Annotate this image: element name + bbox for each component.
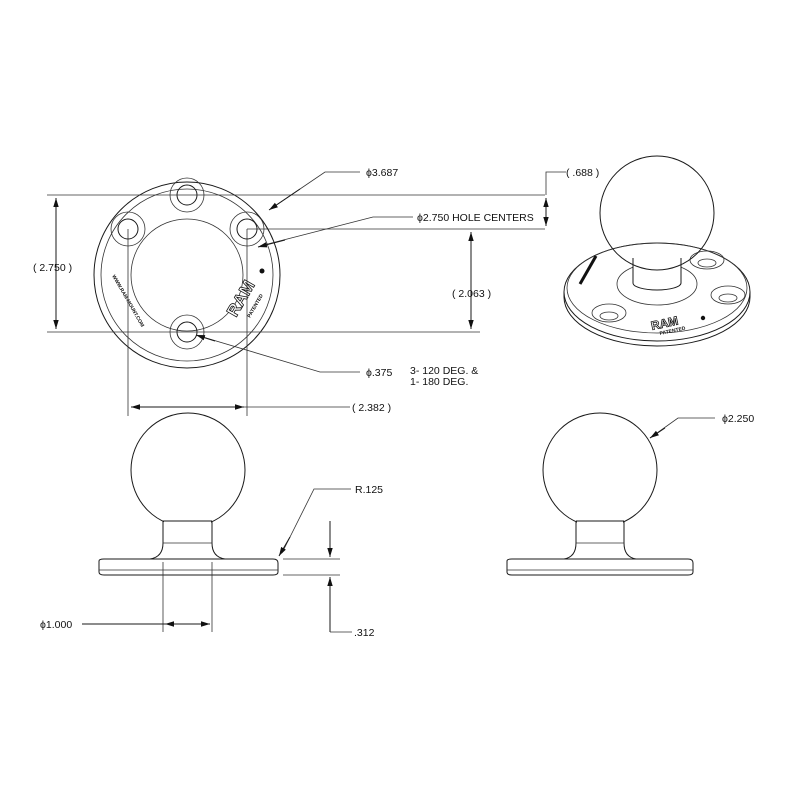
front-view xyxy=(98,412,279,576)
mounting-holes xyxy=(110,177,265,350)
top-view: WWW.RAM-MOUNT.COM RAM PATENTED xyxy=(93,177,281,369)
base-inner-edge xyxy=(100,188,274,362)
base-outer-edge xyxy=(93,181,281,369)
dim-neck: ϕ1.000 xyxy=(40,619,72,631)
side-view xyxy=(506,412,694,576)
dim-hole-centers: ϕ2.750 HOLE CENTERS xyxy=(417,212,534,224)
dim-fillet: R.125 xyxy=(355,484,383,496)
iso-patented-text: PATENTED xyxy=(659,326,686,337)
dim-ball: ϕ2.250 xyxy=(722,413,754,425)
dim-2382: ( 2.382 ) xyxy=(352,402,391,414)
registered-dot xyxy=(259,268,265,274)
iso-ram-logo: RAM xyxy=(650,314,680,333)
center-boss xyxy=(130,218,244,332)
dim-688: ( .688 ) xyxy=(566,167,599,179)
hole-note-line1: 3- 120 DEG. & xyxy=(410,365,478,377)
hole-note-line2: 1- 180 DEG. xyxy=(410,376,468,388)
isometric-view: RAM PATENTED xyxy=(563,155,751,347)
dim-thickness: .312 xyxy=(354,627,375,639)
dim-hole-diameter: ϕ.375 xyxy=(366,367,392,379)
dim-3687: ϕ3.687 xyxy=(366,167,398,179)
dim-2063: ( 2.063 ) xyxy=(452,288,491,300)
dim-2750: ( 2.750 ) xyxy=(33,262,72,274)
